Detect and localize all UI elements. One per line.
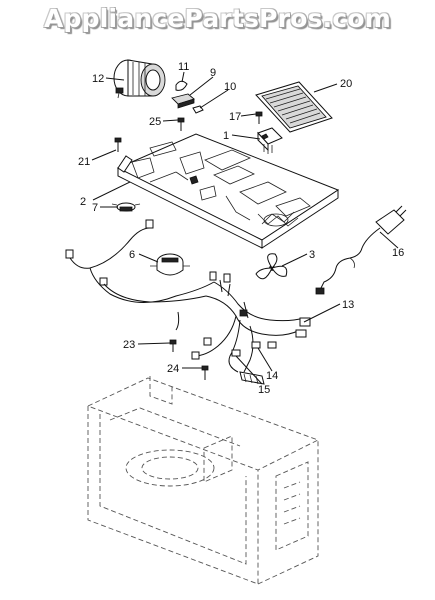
callout-1: 1 [223,130,229,142]
callout-11: 11 [178,61,189,73]
blower-motor-part[interactable] [113,59,166,99]
callout-12: 12 [92,73,104,85]
callout-2: 2 [80,196,86,208]
screw-part-24[interactable] [201,365,209,380]
callout-9: 9 [210,67,216,79]
connector-part-15[interactable] [231,349,241,357]
screw-part-21[interactable] [114,137,122,152]
clip-part[interactable] [175,80,188,91]
callout-10: 10 [224,81,236,93]
fan-motor-part[interactable] [150,253,190,276]
callout-25: 25 [149,116,161,128]
callout-23: 23 [123,339,135,351]
callout-labels: 12 11 9 10 20 17 25 1 21 2 7 6 3 16 13 2… [78,61,404,396]
connector-block-part[interactable] [171,93,195,109]
callout-6: 6 [129,249,135,261]
charcoal-filter-part[interactable] [255,81,333,133]
connector-part-14[interactable] [251,341,261,349]
callout-14: 14 [266,370,278,382]
callout-20: 20 [340,78,352,90]
wire-harness-part[interactable] [65,219,311,385]
housing-base-part[interactable] [116,133,340,249]
callout-15: 15 [258,384,270,396]
power-cord-part[interactable] [315,205,407,295]
terminal-block-part[interactable] [257,127,283,154]
callout-24: 24 [167,363,179,375]
watermark: AppliancePartsPros.com [43,4,392,33]
thermal-cutoff-part[interactable] [111,202,141,212]
screw-part-23[interactable] [169,339,177,352]
callout-16: 16 [392,247,404,259]
callout-7: 7 [92,202,98,214]
leader-lines [91,71,399,385]
callout-3: 3 [309,249,315,261]
screw-part-25[interactable] [177,117,185,131]
callout-17: 17 [229,111,241,123]
microwave-cavity-outline [86,376,320,585]
screw-part-17[interactable] [255,111,263,124]
callout-13: 13 [342,299,354,311]
fan-blade-part[interactable] [255,253,288,280]
callout-21: 21 [78,156,90,168]
